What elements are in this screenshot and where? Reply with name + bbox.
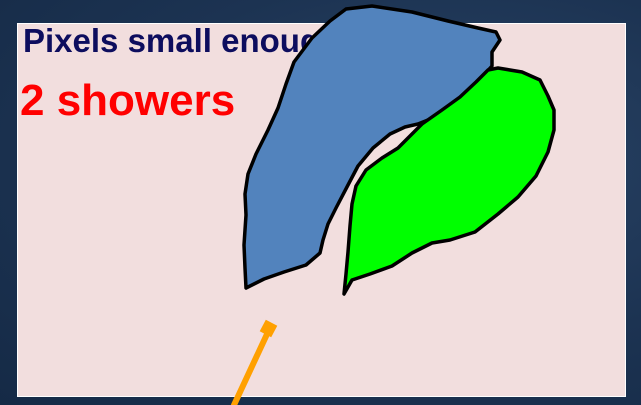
orange-arrow-line — [234, 332, 268, 405]
orange-arrow-head — [260, 320, 278, 338]
